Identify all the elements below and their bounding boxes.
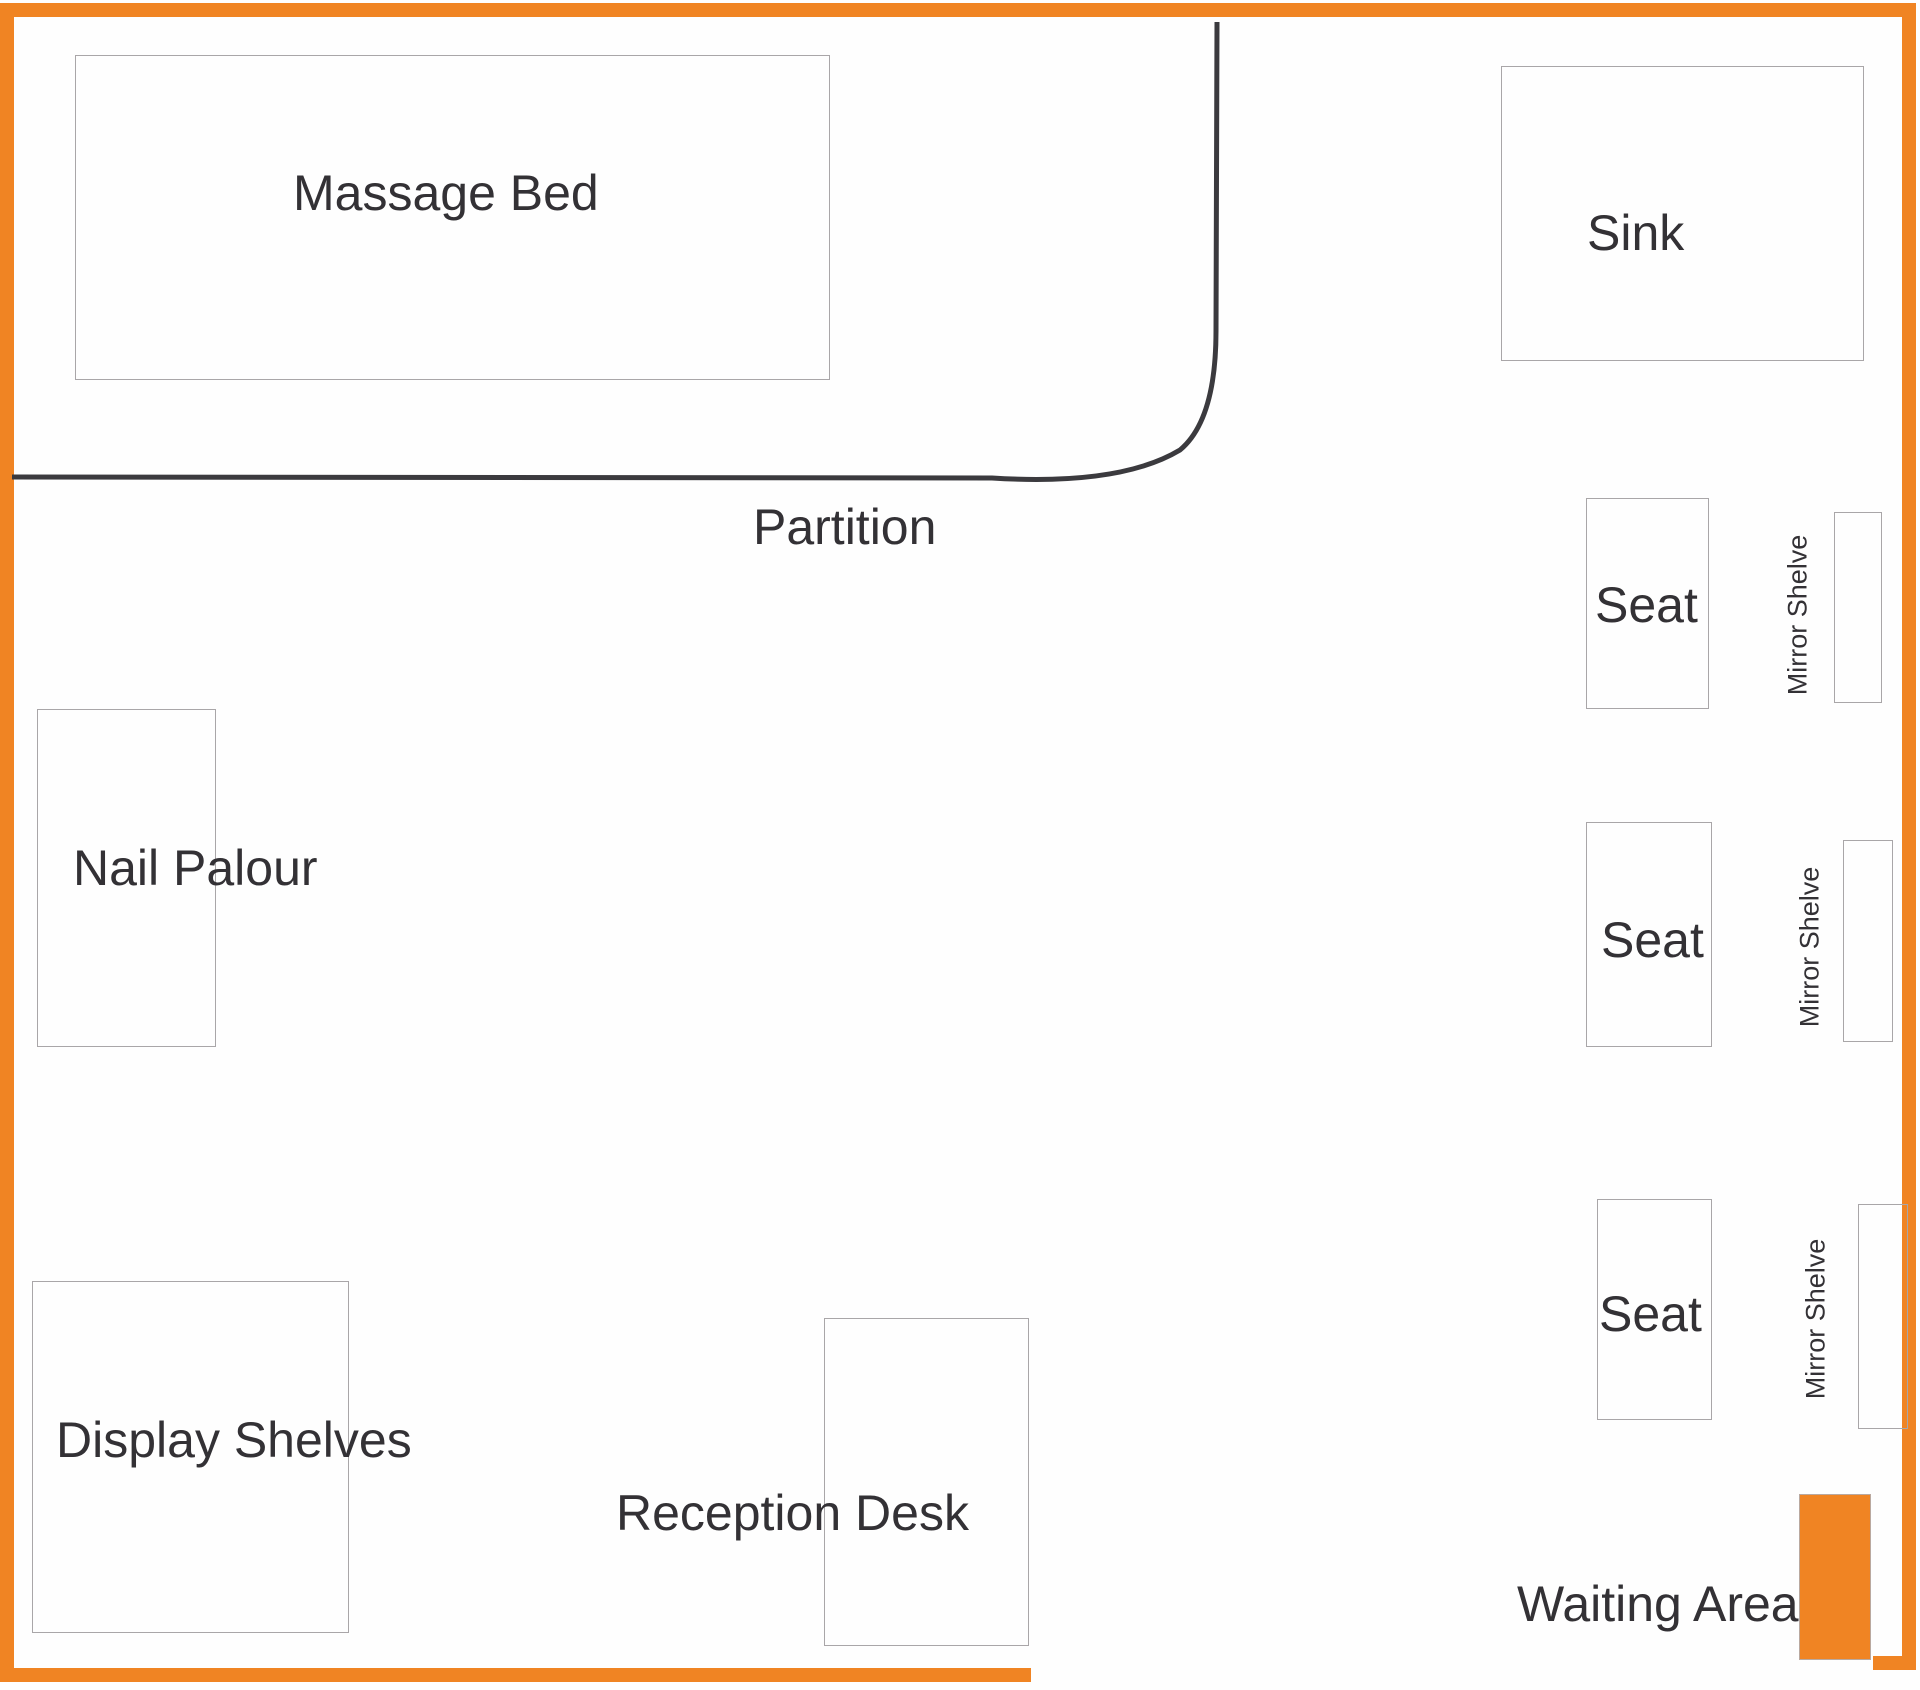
seat-2-label: Seat [1601,912,1704,968]
waiting-area-block [1799,1494,1871,1660]
mirror-shelf-2-label: Mirror Shelve [1794,866,1825,1028]
reception-desk [824,1318,1029,1646]
seat-1-label: Seat [1595,577,1698,633]
seat-1 [1586,498,1709,709]
display-shelves [32,1281,349,1633]
display-shelves-label: Display Shelves [56,1412,412,1468]
seat-2 [1586,822,1712,1047]
partition-label: Partition [753,499,937,555]
mirror-shelf-2 [1843,840,1893,1042]
massage-bed-label: Massage Bed [293,165,599,221]
seat-3 [1597,1199,1712,1420]
nail-palour [37,709,216,1047]
mirror-shelf-1-label: Mirror Shelve [1782,534,1813,696]
massage-bed [75,55,830,380]
seat-3-label: Seat [1599,1286,1702,1342]
nail-palour-label: Nail Palour [73,840,318,896]
partition-wall [11,21,1220,482]
sink-label: Sink [1587,205,1685,261]
mirror-shelf-3 [1858,1204,1908,1429]
outer-wall [0,3,1916,1682]
reception-desk-label: Reception Desk [616,1485,969,1541]
mirror-shelf-1 [1834,512,1882,703]
mirror-shelf-3-label: Mirror Shelve [1800,1238,1831,1400]
sink [1501,66,1864,361]
waiting-area-label: Waiting Area [1517,1576,1799,1632]
